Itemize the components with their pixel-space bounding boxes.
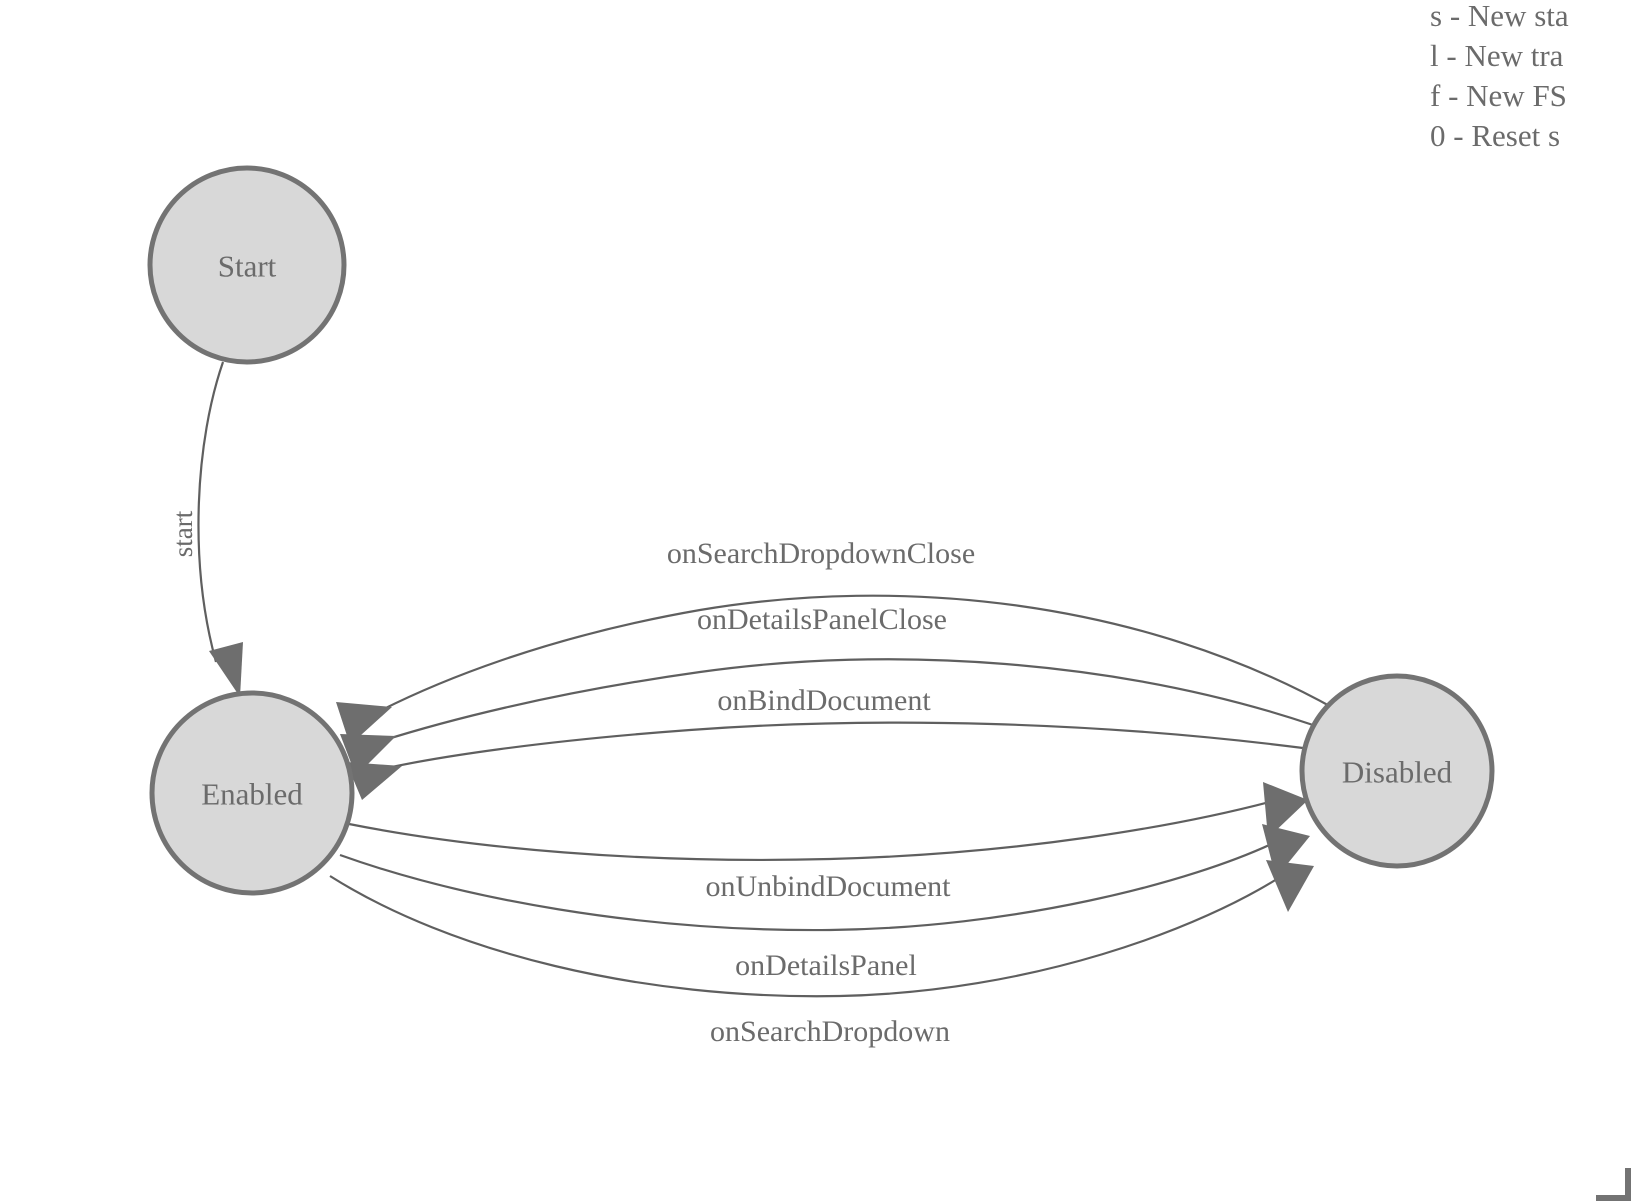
transition-on-bind-document[interactable]: onBindDocument <box>346 684 1304 800</box>
legend-sep-0: - <box>1442 0 1468 33</box>
legend-sep-2: - <box>1440 78 1466 113</box>
state-node-enabled[interactable]: Enabled <box>149 690 355 896</box>
state-node-enabled-circle[interactable] <box>149 690 355 896</box>
legend-line-new-transition: l - New tra <box>1430 38 1564 73</box>
state-node-disabled-label: Disabled <box>1342 755 1453 790</box>
transition-on-search-dropdown[interactable]: onSearchDropdown <box>329 860 1314 1048</box>
transition-on-bind-document-arrowhead <box>346 762 402 800</box>
transition-start[interactable]: start <box>168 361 243 697</box>
state-node-enabled-label: Enabled <box>201 777 303 812</box>
resize-grip[interactable] <box>1596 1168 1631 1201</box>
transition-on-bind-document-path[interactable] <box>377 721 1304 772</box>
legend-sep-3: - <box>1446 118 1472 153</box>
legend-text-0: New sta <box>1468 0 1569 33</box>
state-node-start[interactable]: Start <box>147 165 347 365</box>
transition-on-search-dropdown-close-label: onSearchDropdownClose <box>667 537 975 570</box>
transition-on-search-dropdown-label: onSearchDropdown <box>710 1015 950 1048</box>
transition-on-unbind-document[interactable]: onUnbindDocument <box>348 782 1308 903</box>
resize-grip-corner-icon[interactable] <box>1596 1168 1631 1201</box>
state-node-start-circle[interactable] <box>147 165 347 365</box>
transition-on-details-panel-close[interactable]: onDetailsPanelClose <box>340 603 1314 776</box>
transition-on-search-dropdown-close[interactable]: onSearchDropdownClose <box>336 537 1336 745</box>
transition-on-details-panel[interactable]: onDetailsPanel <box>339 824 1310 982</box>
transition-start-arrowhead <box>209 642 243 697</box>
state-node-start-label: Start <box>218 249 277 284</box>
transition-on-search-dropdown-close-path[interactable] <box>369 594 1336 717</box>
transition-on-unbind-document-label: onUnbindDocument <box>706 870 952 903</box>
legend-key-s: s <box>1430 0 1442 33</box>
transition-on-details-panel-path[interactable] <box>339 839 1281 932</box>
transition-on-details-panel-close-label: onDetailsPanelClose <box>697 603 947 636</box>
transition-on-search-dropdown-path[interactable] <box>329 871 1289 998</box>
transition-on-search-dropdown-arrowhead <box>1266 860 1314 912</box>
transition-on-bind-document-label: onBindDocument <box>717 684 931 717</box>
legend-key-0: 0 <box>1430 118 1446 153</box>
legend-line-new-state: s - New sta <box>1430 0 1569 33</box>
transition-on-details-panel-close-path[interactable] <box>371 658 1314 746</box>
transition-on-unbind-document-arrowhead <box>1263 782 1308 838</box>
state-node-disabled-circle[interactable] <box>1299 673 1495 869</box>
legend-text-3: Reset s <box>1471 118 1560 153</box>
legend-line-reset: 0 - Reset s <box>1430 118 1560 153</box>
legend-text-1: New tra <box>1464 38 1563 73</box>
legend-sep-1: - <box>1439 38 1465 73</box>
state-node-disabled[interactable]: Disabled <box>1299 673 1495 869</box>
transition-on-details-panel-label: onDetailsPanel <box>735 949 917 982</box>
legend-line-new-fsm: f - New FS <box>1430 78 1567 113</box>
shortcut-legend: s - New sta l - New tra f - New FS 0 - R… <box>1430 0 1569 153</box>
legend-text-2: New FS <box>1466 78 1567 113</box>
legend-key-l: l <box>1430 38 1439 73</box>
transition-start-path[interactable] <box>197 361 225 663</box>
transition-start-label: start <box>168 510 198 557</box>
transition-on-unbind-document-path[interactable] <box>348 798 1278 862</box>
transition-on-search-dropdown-close-arrowhead <box>336 702 392 745</box>
legend-key-f: f <box>1430 78 1441 113</box>
